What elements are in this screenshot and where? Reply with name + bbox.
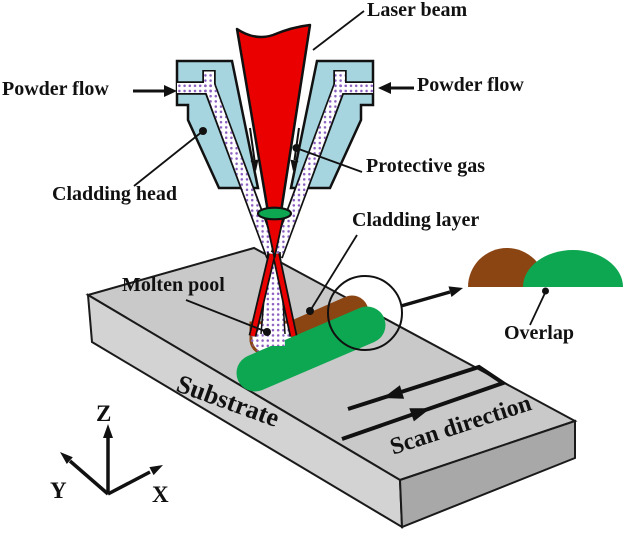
scan-arrow-right-icon	[409, 408, 431, 422]
protective-gas-dot	[292, 144, 301, 152]
y-axis-label: Y	[50, 478, 67, 503]
powder-channel-right	[270, 70, 373, 259]
gas-flow-arrows	[249, 127, 300, 171]
powder-flow-left-label: Powder flow	[2, 78, 109, 100]
gas-arrow-left-line	[249, 127, 256, 161]
coordinate-axes	[60, 424, 163, 496]
powder-flow-right-label: Powder flow	[417, 74, 524, 96]
substrate-right-face	[398, 419, 576, 529]
powder-flow-arrows	[133, 82, 414, 97]
cladding-head-leader	[133, 130, 204, 187]
gas-arrow-left-icon	[250, 159, 259, 171]
leader-dots	[199, 127, 549, 336]
laser-beam-cone	[235, 23, 312, 214]
x-axis-arrow-icon	[149, 465, 163, 476]
protective-gas-leader	[295, 147, 363, 173]
substrate-slab	[85, 246, 578, 529]
cladding-layer-dot	[306, 307, 314, 315]
overlap-dot	[542, 287, 549, 295]
magnifier-circle	[327, 275, 403, 351]
powder-arrow-right-icon	[378, 82, 391, 94]
scan-arrow-left-icon	[383, 385, 405, 399]
inset-arrow-icon	[448, 286, 463, 297]
overlap-label: Overlap	[504, 322, 574, 344]
z-axis-label: Z	[96, 401, 112, 426]
z-axis-arrow-icon	[103, 424, 113, 438]
x-axis-label: X	[152, 482, 169, 507]
molten-pool-leader	[185, 299, 268, 333]
laser-beam-leader	[312, 10, 365, 51]
cladding-head-dot	[199, 127, 207, 135]
leader-lines	[133, 10, 546, 333]
powder-arrow-left-icon	[164, 85, 177, 97]
gas-arrow-right-icon	[290, 159, 299, 171]
cladding-layer-leader	[309, 234, 358, 312]
scan-path	[341, 364, 508, 441]
overlap-inset	[468, 248, 623, 287]
cladding-track-green	[236, 306, 386, 392]
laser-beam-label: Laser beam	[367, 0, 468, 21]
gas-arrow-right-line	[293, 127, 300, 161]
overlap-bead-green	[523, 250, 623, 287]
laser-beam-diverging	[248, 253, 298, 337]
molten-pool-dot	[263, 328, 271, 336]
overlap-leader	[529, 292, 546, 326]
cladding-layer-label: Cladding layer	[352, 209, 480, 231]
molten-pool-label: Molten pool	[122, 274, 225, 296]
powder-channel-left	[177, 70, 279, 259]
inset-arrow	[400, 286, 463, 308]
y-axis-arrow-icon	[60, 452, 73, 464]
focus-lens	[256, 206, 293, 221]
protective-gas-label: Protective gas	[366, 155, 486, 177]
cladding-head-label: Cladding head	[52, 183, 178, 205]
